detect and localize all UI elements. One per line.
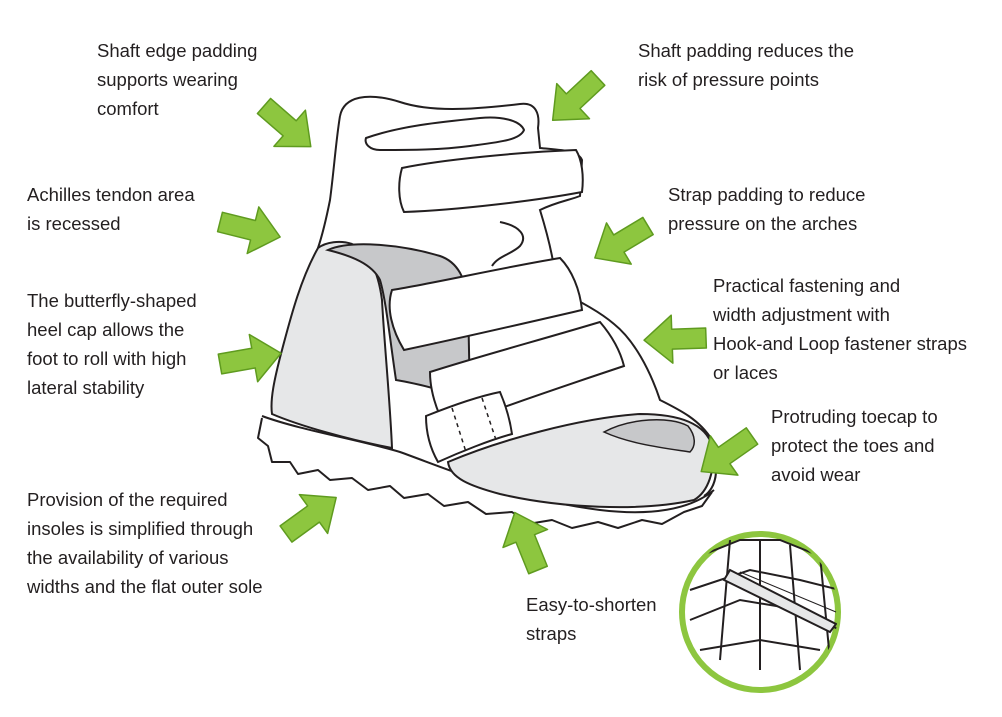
toe-cap-inner [602,419,695,453]
arrow-easy-shorten [502,511,549,575]
callout-line: pressure on the arches [668,213,858,234]
arrow-shaft-edge [256,97,312,148]
callout-line: width adjustment with [713,304,890,325]
callout-line: straps [526,623,577,644]
callout-line: Easy-to-shorten [526,594,657,615]
callout-line: Hook-and Loop fastener straps [713,333,968,354]
callout-line: heel cap allows the [27,319,185,340]
callout-line: is recessed [27,213,121,234]
top-strap [398,148,584,214]
callout-line: Shaft edge padding [97,40,258,61]
callout-line: protect the toes and [771,435,935,456]
callout-shaft-edge-padding: Shaft edge padding supports wearing comf… [97,36,257,123]
callout-practical-fastening: Practical fastening and width adjustment… [713,271,967,387]
callout-butterfly-heel-cap: The butterfly-shaped heel cap allows the… [27,286,197,402]
callout-line: supports wearing [97,69,238,90]
callout-line: Practical fastening and [713,275,901,296]
arrow-strap-padding [594,216,654,265]
tongue-line [491,221,525,267]
callout-line: Shaft padding reduces the [638,40,854,61]
callout-line: Achilles tendon area [27,184,195,205]
boot-body [339,95,718,497]
middle-strap [388,256,584,352]
callout-line: foot to roll with high [27,348,187,369]
callout-achilles-tendon: Achilles tendon area is recessed [27,180,195,238]
callout-line: The butterfly-shaped [27,290,197,311]
callout-line: lateral stability [27,377,145,398]
callout-shaft-padding: Shaft padding reduces the risk of pressu… [638,36,854,94]
callout-arrows [216,69,759,575]
boot-sole-tread [257,417,713,529]
callout-line: widths and the flat outer sole [27,576,263,597]
callout-insoles-provision: Provision of the required insoles is sim… [27,485,263,601]
callout-line: Protruding toecap to [771,406,938,427]
boot-back [317,115,341,249]
callout-line: Strap padding to reduce [668,184,866,205]
arrow-shaft-padding [551,69,606,122]
callout-strap-padding: Strap padding to reduce pressure on the … [668,180,865,238]
callout-line: or laces [713,362,778,383]
arrow-toecap [700,427,759,476]
arrow-achilles [216,206,281,255]
callout-line: Provision of the required [27,489,228,510]
strap-tab [424,390,514,464]
sole-detail-illustration [689,539,838,671]
callout-protruding-toecap: Protruding toecap to protect the toes an… [771,402,938,489]
callout-line: risk of pressure points [638,69,819,90]
arrow-heel-cap [217,333,282,383]
callout-easy-to-shorten: Easy-to-shorten straps [526,590,657,648]
arrow-insoles [279,493,337,543]
shaft-collar [364,116,526,152]
arrow-fastening [643,314,708,364]
callout-line: the availability of various [27,547,229,568]
callout-line: avoid wear [771,464,861,485]
callout-line: insoles is simplified through [27,518,254,539]
callout-line: comfort [97,98,159,119]
